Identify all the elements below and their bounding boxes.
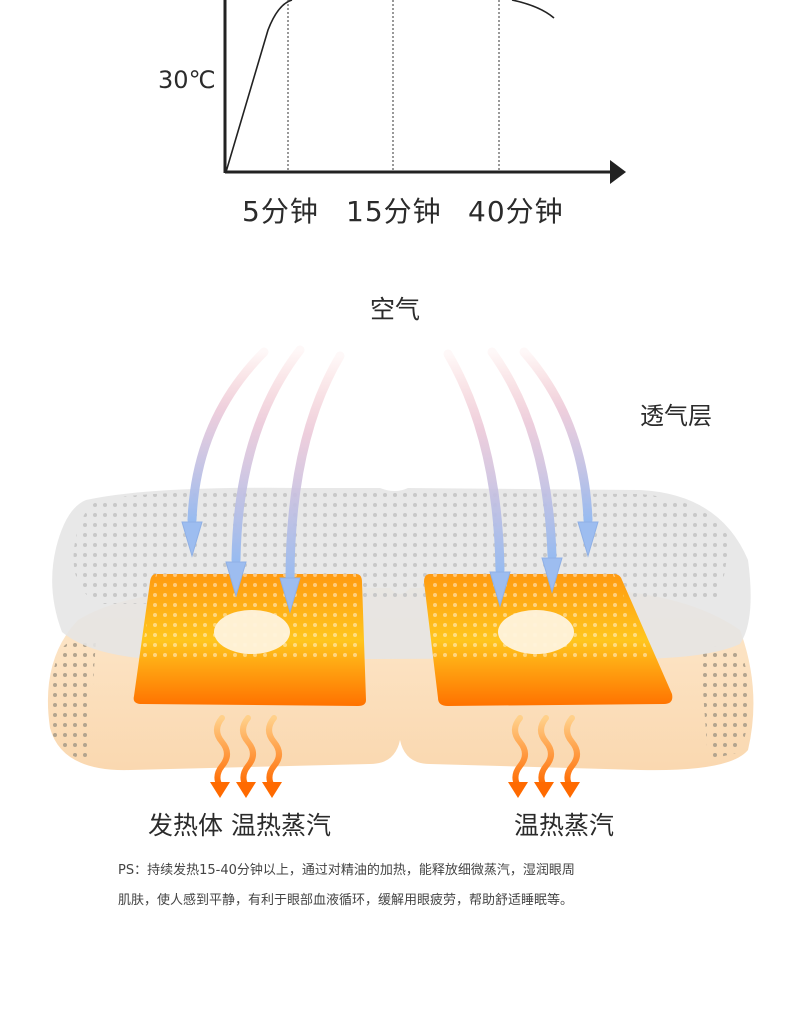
breathable-layer-label: 透气层 [640, 402, 712, 430]
warm-steam-label: 温热蒸汽 [514, 811, 615, 840]
air-flow-arrows-right [443, 347, 593, 575]
temperature-curve-graph [223, 0, 626, 184]
heating-element-steam-label: 发热体 温热蒸汽 [148, 811, 331, 840]
ps-note: PS：持续发热15-40分钟以上，通过对精油的加热，能释放细微蒸汽，湿润眼周 肌… [118, 856, 698, 916]
x-axis-arrow-head [610, 160, 626, 184]
time-label-40min: 40分钟 [468, 195, 564, 228]
ps-note-line-1: PS：持续发热15-40分钟以上，通过对精油的加热，能释放细微蒸汽，湿润眼周 [118, 863, 575, 878]
temperature-curve [225, 0, 293, 173]
ps-note-line-2: 肌肤，使人感到平静，有利于眼部血液循环，缓解用眼疲劳，帮助舒适睡眠等。 [118, 893, 574, 908]
air-flow-arrows-left [187, 345, 345, 585]
steam-arrow-heads-left [210, 782, 282, 798]
steam-arrows-left [214, 715, 282, 789]
steam-arrows-right [512, 715, 580, 789]
air-label: 空气 [370, 295, 421, 324]
air-arrow-heads-left [181, 521, 301, 614]
time-label-15min: 15分钟 [346, 195, 442, 228]
temperature-curve-tail [511, 0, 555, 19]
steam-arrow-heads-right [508, 782, 580, 798]
pad-edge-dots-left [49, 637, 96, 760]
air-arrow-heads-right [489, 521, 599, 608]
temperature-label: 30℃ [158, 66, 216, 94]
heating-element-right [424, 574, 673, 706]
heating-element-left [133, 574, 366, 706]
time-label-5min: 5分钟 [242, 195, 319, 228]
pad-edge-dots-right [700, 646, 750, 760]
